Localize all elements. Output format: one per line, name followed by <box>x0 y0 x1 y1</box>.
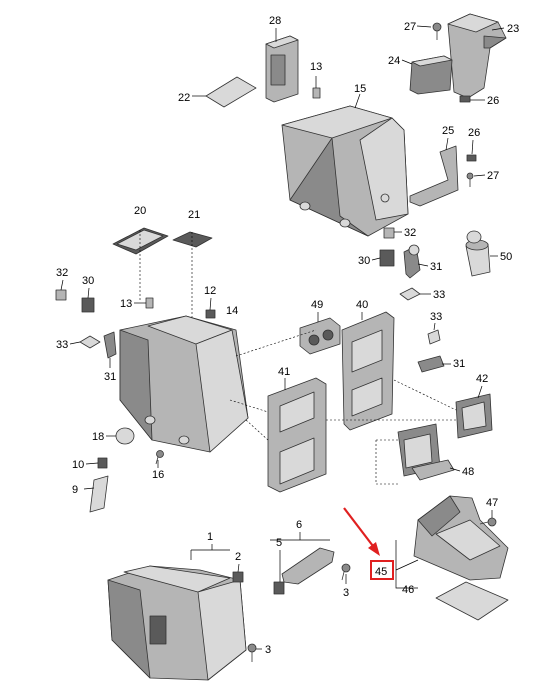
callout-6: 6 <box>296 519 302 531</box>
part-50-cup-holder <box>465 230 491 277</box>
part-49-vent <box>299 317 341 355</box>
part-33-cover-right <box>399 287 421 301</box>
callout-31-left: 31 <box>104 371 116 383</box>
callout-47: 47 <box>486 497 498 509</box>
part-22-mat <box>192 76 257 108</box>
callout-3-bottom: 3 <box>265 644 271 656</box>
callout-21: 21 <box>188 209 200 221</box>
part-9-panel <box>89 475 109 513</box>
part-5-clip <box>273 581 285 595</box>
callout-49: 49 <box>311 299 323 311</box>
part-31-light-right <box>403 244 421 279</box>
callout-23: 23 <box>507 23 519 35</box>
callout-18: 18 <box>92 431 104 443</box>
callout-31-panel: 31 <box>453 358 465 370</box>
callout-32: 32 <box>404 227 416 239</box>
part-16-screw <box>155 450 164 465</box>
part-41-panel <box>267 377 327 493</box>
callout-33-left: 33 <box>56 339 68 351</box>
callout-12: 12 <box>204 285 216 297</box>
part-31-light-left <box>103 331 117 359</box>
callout-10: 10 <box>72 459 84 471</box>
part-46-mat <box>435 581 509 621</box>
part-33-cover-left <box>79 335 101 349</box>
part-48-frame <box>397 423 455 481</box>
callout-48: 48 <box>462 466 474 478</box>
part-33-cover-panel <box>427 329 441 345</box>
part-27-screw <box>466 172 474 187</box>
part-13-clip-mid <box>145 297 154 309</box>
callout-40: 40 <box>356 299 368 311</box>
callout-26-b: 26 <box>468 127 480 139</box>
callout-1: 1 <box>207 531 213 543</box>
part-console-body <box>119 315 249 453</box>
callout-28: 28 <box>269 15 281 27</box>
highlight-box-45 <box>370 560 394 580</box>
callout-46: 46 <box>402 584 414 596</box>
part-31-light-panel <box>417 355 445 373</box>
callout-27-b: 27 <box>487 170 499 182</box>
part-23-armrest <box>447 13 507 99</box>
part-32-cap-left <box>55 289 67 301</box>
part-1-base <box>107 565 247 681</box>
part-13-clip <box>312 76 321 99</box>
callout-15: 15 <box>354 83 366 95</box>
part-30-socket-left <box>81 297 95 313</box>
part-26-clip <box>466 154 477 162</box>
part-32-cap-right <box>383 227 395 239</box>
callout-25: 25 <box>442 125 454 137</box>
callout-14: 14 <box>226 305 238 317</box>
callout-45: 45 <box>375 566 387 578</box>
part-40-rear-panel <box>341 311 395 431</box>
callout-22: 22 <box>178 92 190 104</box>
part-3-screw-mid <box>341 563 351 581</box>
part-10-clip <box>97 457 108 469</box>
part-18-plug <box>115 427 135 445</box>
callout-16: 16 <box>152 469 164 481</box>
callout-31: 31 <box>430 261 442 273</box>
part-45-tray-unit <box>413 495 509 581</box>
part-3-screw-bottom <box>247 643 257 662</box>
callout-41: 41 <box>278 366 290 378</box>
callout-33: 33 <box>433 289 445 301</box>
callout-3: 3 <box>343 587 349 599</box>
callout-33-panel: 33 <box>430 311 442 323</box>
callout-9: 9 <box>72 484 78 496</box>
part-27-screw-top <box>432 22 442 40</box>
part-26-clip-top <box>459 95 471 103</box>
callout-26: 26 <box>487 95 499 107</box>
callout-24: 24 <box>388 55 400 67</box>
callout-20: 20 <box>134 205 146 217</box>
part-12-clip <box>205 309 216 319</box>
callout-27: 27 <box>404 21 416 33</box>
callout-13-mid: 13 <box>120 298 132 310</box>
callout-30: 30 <box>358 255 370 267</box>
part-21-mat <box>172 231 213 248</box>
part-42-frame <box>455 393 493 439</box>
callout-13: 13 <box>310 61 322 73</box>
part-30-socket-right <box>379 249 395 267</box>
part-25-bracket <box>409 137 459 207</box>
callout-30-left: 30 <box>82 275 94 287</box>
part-24-storage-box <box>409 55 453 95</box>
callout-2: 2 <box>235 551 241 563</box>
callout-5: 5 <box>276 537 282 549</box>
callout-42: 42 <box>476 373 488 385</box>
part-28-bracket <box>265 28 299 103</box>
callout-32-left: 32 <box>56 267 68 279</box>
part-20-mat <box>112 227 169 255</box>
part-2-clip <box>232 571 244 583</box>
callout-50: 50 <box>500 251 512 263</box>
part-15-upper-housing <box>281 93 409 237</box>
highlight-arrow <box>343 507 380 556</box>
